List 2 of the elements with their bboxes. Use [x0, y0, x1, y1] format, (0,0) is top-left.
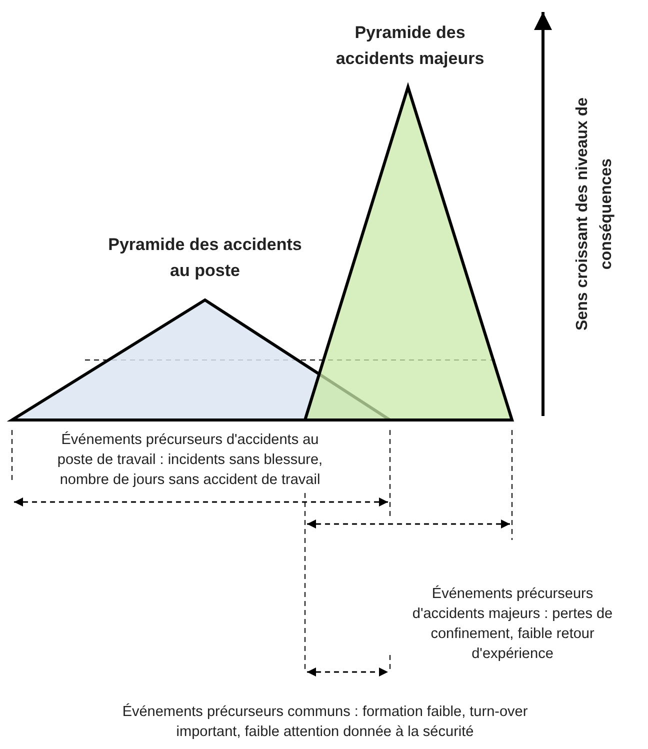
- pyramid-title: Pyramide des accidents au poste: [107, 234, 303, 282]
- pyramid-title: Pyramide des accidents majeurs: [334, 22, 486, 70]
